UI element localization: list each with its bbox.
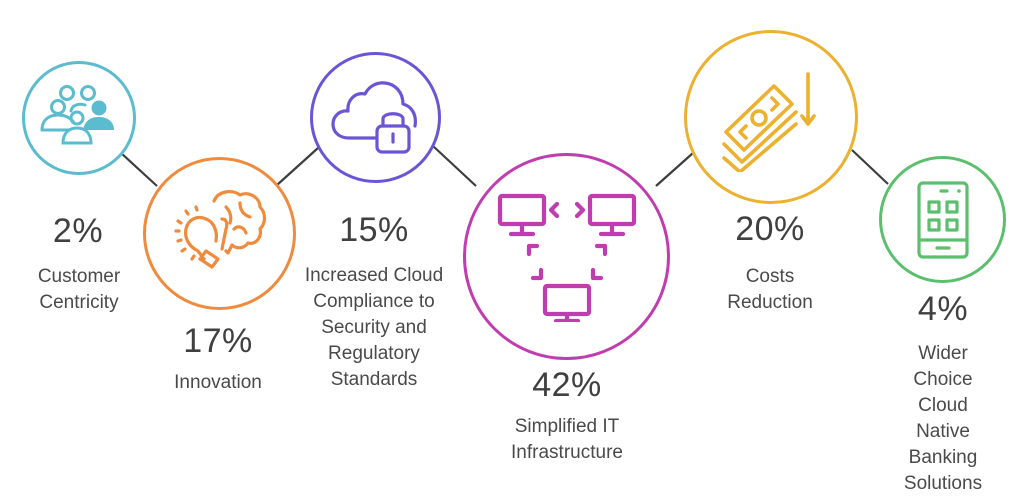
node-simplified-it xyxy=(463,153,670,360)
mobile-app-icon xyxy=(916,180,969,259)
percent-cloud-native-banking: 4% xyxy=(917,290,969,328)
label-cloud-native-banking: Wider Choice Cloud Native Banking Soluti… xyxy=(903,343,983,494)
node-innovation xyxy=(143,157,296,310)
brain-lightbulb-icon xyxy=(173,189,266,269)
node-cloud-native-banking xyxy=(879,156,1006,283)
money-down-icon xyxy=(722,72,816,172)
people-group-icon xyxy=(40,85,114,145)
percent-cloud-compliance: 15% xyxy=(339,211,409,249)
label-innovation: Innovation xyxy=(174,372,262,393)
label-cloud-compliance: Increased Cloud Compliance to Security a… xyxy=(304,265,444,390)
label-costs-reduction: Costs Reduction xyxy=(727,266,813,313)
cloud-lock-icon xyxy=(330,80,417,154)
node-costs-reduction xyxy=(684,30,858,204)
node-customer-centricity xyxy=(22,61,136,175)
label-simplified-it: Simplified IT Infrastructure xyxy=(511,416,623,463)
node-cloud-compliance xyxy=(310,52,441,183)
label-customer-centricity: Customer Centricity xyxy=(37,266,121,313)
infographic: 2% Customer Centricity 17% Innovation xyxy=(22,30,1006,494)
percent-customer-centricity: 2% xyxy=(52,212,104,250)
network-computers-icon xyxy=(497,193,636,322)
connector-line xyxy=(655,152,694,187)
connector-line xyxy=(120,152,158,187)
connector-line xyxy=(851,149,889,185)
percent-costs-reduction: 20% xyxy=(735,210,805,248)
percent-simplified-it: 42% xyxy=(532,366,602,404)
connector-line xyxy=(432,145,477,187)
percent-innovation: 17% xyxy=(183,322,253,360)
connector-lines xyxy=(120,145,889,187)
connector-line xyxy=(276,147,319,186)
